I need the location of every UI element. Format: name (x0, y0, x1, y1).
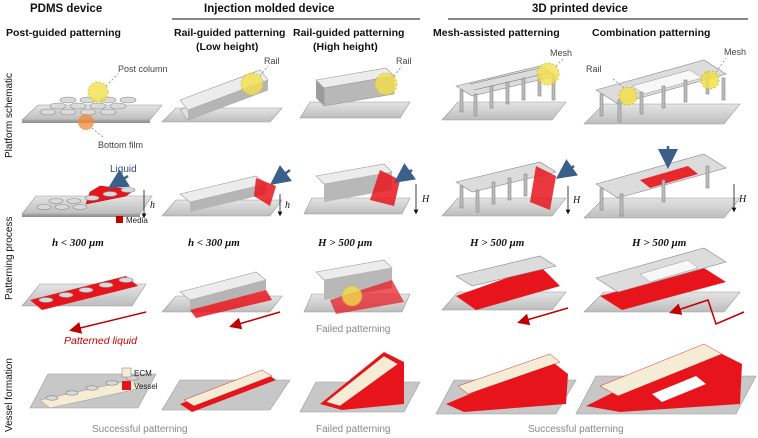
mesh-vessel (435, 353, 577, 415)
condition-1: h < 300 μm (52, 237, 104, 249)
rail-low-patterned-result (161, 271, 283, 318)
label-patterned-liquid: Patterned liquid (64, 335, 138, 347)
mesh-schematic (441, 62, 567, 121)
header-injection: Injection molded device (204, 3, 334, 15)
condition-4: H > 500 μm (469, 237, 525, 249)
pdms-patterned-result (21, 276, 147, 310)
col5-title: Combination patterning (592, 27, 710, 39)
patterned-arrow-4 (517, 307, 569, 326)
label-post-column: Post column (118, 64, 168, 74)
post-column-leader (105, 73, 119, 87)
ecm-legend-swatch (121, 367, 132, 378)
rail-low-schematic (161, 69, 283, 123)
label-h-1: h (150, 200, 155, 211)
col2-subtitle: (Low height) (196, 41, 258, 53)
patterned-arrow-5 (669, 299, 745, 326)
label-mesh-2: Mesh (724, 47, 746, 57)
liquid-arrow-4 (555, 159, 579, 179)
mesh-leader-2 (715, 57, 727, 73)
label-rail-2: Rail (396, 56, 412, 66)
rail-high-schematic (299, 67, 411, 119)
label-successful-1: Successful patterning (92, 424, 188, 435)
rail-high-patterning-step (303, 163, 411, 215)
col4-title: Mesh-assisted patterning (433, 27, 560, 39)
col2-title: Rail-guided patterning (174, 27, 285, 39)
combination-patterned-result (583, 247, 741, 313)
patterned-arrow-2 (229, 311, 281, 330)
rail-leader-3 (611, 77, 625, 89)
rail-leader-2 (393, 65, 403, 77)
header-pdms: PDMS device (30, 3, 102, 15)
pdms-device-schematic (21, 81, 163, 130)
label-liquid: Liquid (110, 164, 137, 175)
label-failed-1: Failed patterning (316, 324, 391, 335)
media-legend-swatch (116, 216, 123, 223)
label-mesh-1: Mesh (550, 48, 572, 58)
mesh-patterning-step (441, 161, 567, 217)
col1-title: Post-guided patterning (6, 27, 121, 39)
row-label-vessel: Vessel formation (4, 358, 15, 432)
label-media: Media (126, 216, 148, 225)
row-label-patterning: Patterning process (4, 217, 15, 300)
combination-schematic (583, 59, 741, 125)
label-successful-2: Successful patterning (528, 424, 624, 435)
rail-low-patterning-step (161, 175, 283, 217)
condition-3: H > 500 μm (317, 237, 373, 249)
col3-title: Rail-guided patterning (293, 27, 404, 39)
liquid-arrow-1 (107, 169, 131, 189)
condition-5: H > 500 μm (631, 237, 687, 249)
patterned-liquid-arrow (69, 311, 147, 334)
label-failed-2: Failed patterning (316, 424, 391, 435)
combination-vessel (575, 343, 757, 415)
liquid-arrow-3 (393, 163, 417, 183)
mesh-leader-1 (555, 57, 565, 67)
condition-2: h < 300 μm (188, 237, 240, 249)
rail-high-failed-result (303, 259, 411, 314)
rail-low-vessel (161, 369, 291, 412)
row-label-platform: Platform schematic (4, 73, 15, 158)
mesh-patterned-result (441, 255, 567, 311)
label-H-1: H (421, 194, 430, 205)
vessel-legend-swatch (122, 381, 131, 390)
label-bottom-film: Bottom film (98, 140, 143, 150)
liquid-arrow-2 (270, 165, 292, 185)
label-vessel: Vessel (134, 382, 158, 391)
pdms-patterning-step (21, 185, 153, 217)
col3-subtitle: (High height) (313, 41, 378, 53)
label-H-2: H (572, 195, 581, 206)
label-ecm: ECM (134, 369, 152, 378)
combination-patterning-step (583, 153, 741, 219)
rail-leader-1 (259, 65, 269, 77)
label-H-3: H (738, 194, 747, 205)
label-rail-1: Rail (264, 56, 280, 66)
bottom-film-leader (91, 127, 105, 139)
label-rail-3: Rail (586, 64, 602, 74)
label-h-2: h (285, 200, 290, 211)
rail-high-vessel (299, 352, 421, 413)
pdms-vessel (29, 373, 157, 409)
header-printed: 3D printed device (532, 3, 628, 15)
